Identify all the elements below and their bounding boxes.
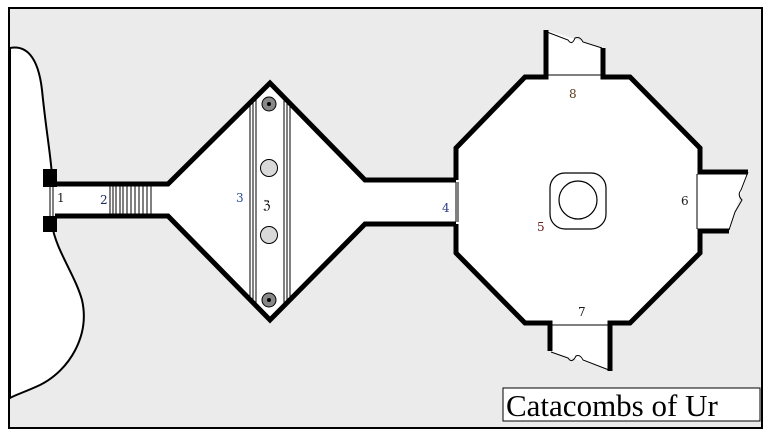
room-label-5: 5 — [537, 220, 545, 234]
walls — [55, 30, 748, 371]
broken-edges — [546, 31, 749, 371]
room-label-2: 2 — [100, 193, 108, 207]
gate-post-bottom — [43, 216, 57, 232]
map-title: Catacombs of Ur — [506, 388, 718, 423]
room-label-1: 1 — [57, 191, 65, 205]
room-label-6: 6 — [681, 194, 689, 208]
colonnade-lines — [249, 97, 291, 306]
room-label-7: 7 — [578, 305, 586, 319]
statue-icon: ℨ — [262, 198, 270, 212]
room-label-4: 4 — [442, 201, 450, 215]
stairs — [109, 186, 152, 214]
title-box — [502, 387, 761, 422]
room-label-3: 3 — [236, 191, 244, 205]
fountain — [549, 172, 607, 230]
pillars — [260, 96, 278, 308]
gate-bars — [49, 74, 698, 326]
gate-post-top — [43, 169, 57, 187]
room-label-8: 8 — [569, 87, 577, 101]
